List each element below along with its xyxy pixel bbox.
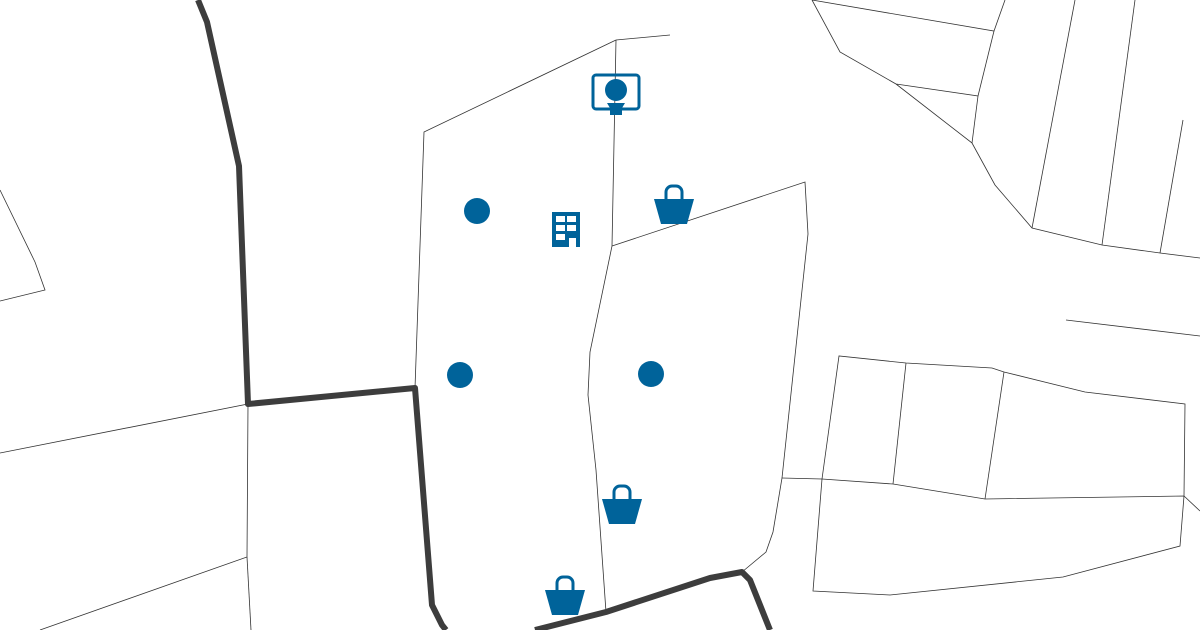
shop-basket-icon[interactable] bbox=[654, 184, 694, 224]
admin-boundary bbox=[195, 0, 773, 630]
point-icon[interactable] bbox=[447, 362, 473, 388]
shop-basket-icon[interactable] bbox=[545, 575, 585, 615]
basketball-court-icon[interactable] bbox=[591, 73, 641, 115]
building-icon[interactable] bbox=[552, 212, 580, 247]
shop-basket-icon[interactable] bbox=[602, 484, 642, 524]
point-icon[interactable] bbox=[638, 361, 664, 387]
point-icon[interactable] bbox=[464, 198, 490, 224]
